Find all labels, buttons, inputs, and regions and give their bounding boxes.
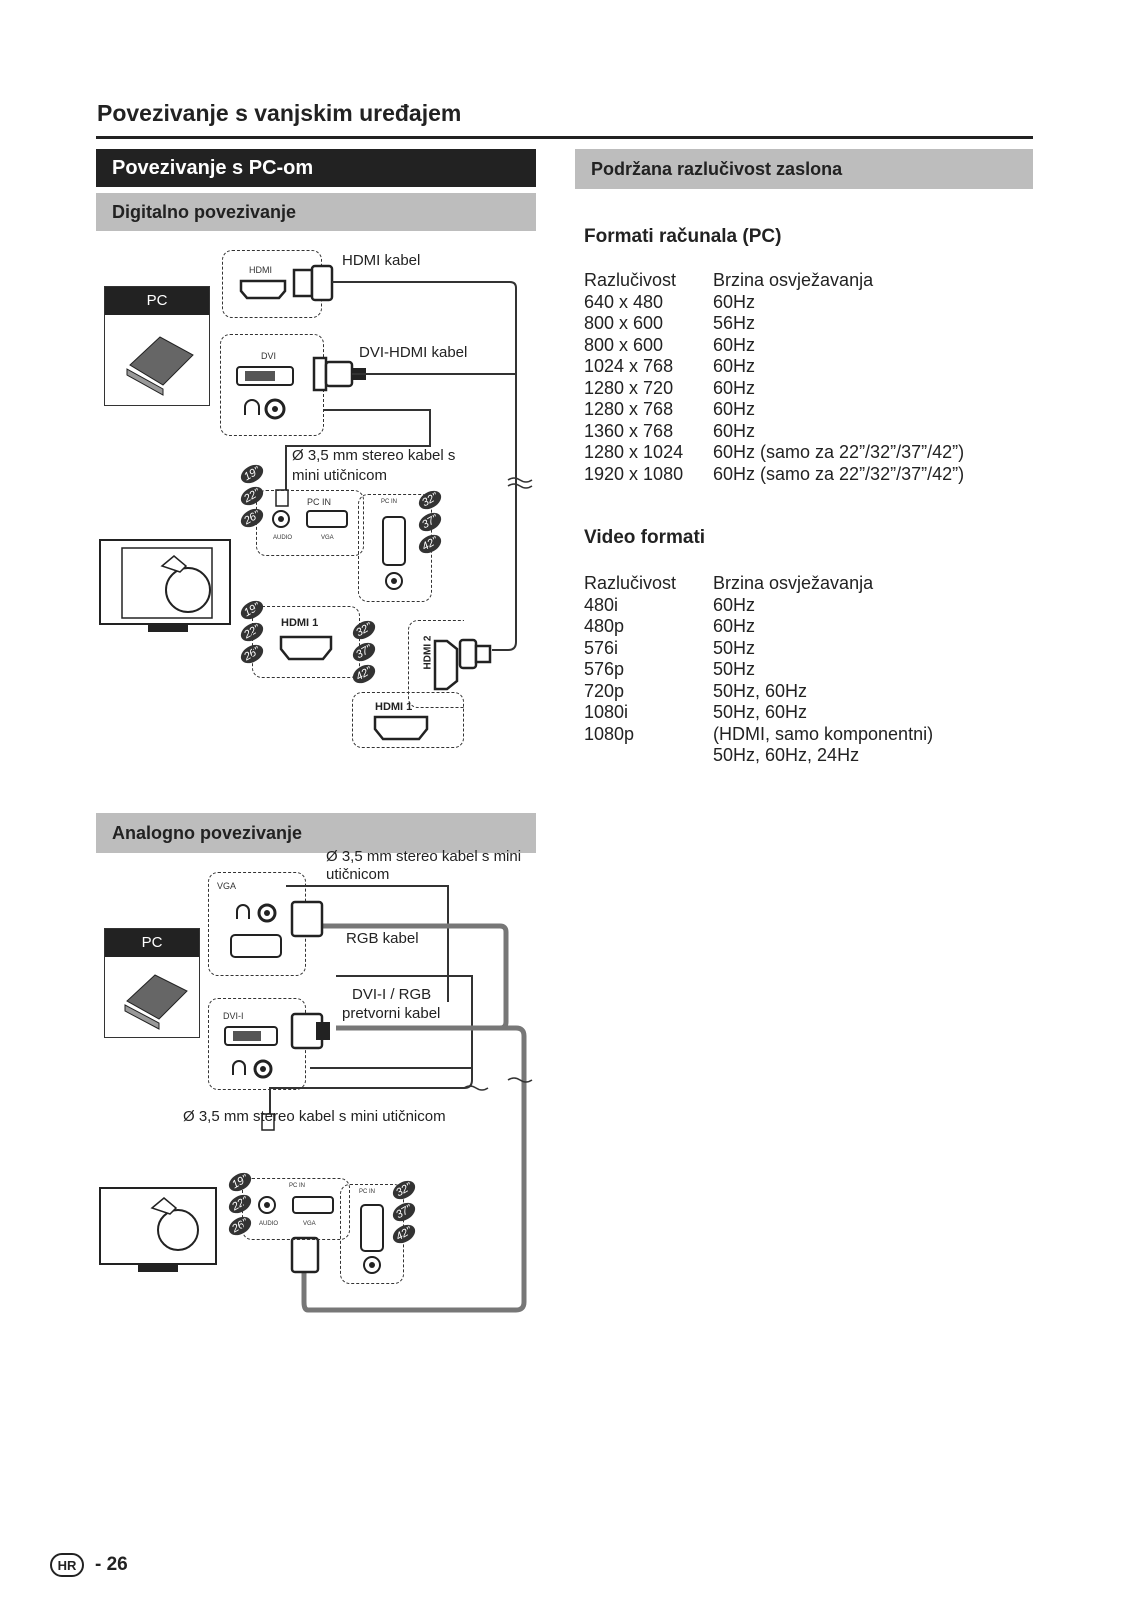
converter-label-line1: DVI-I / RGB — [352, 986, 432, 1003]
section-title-resolution: Podržana razlučivost zaslona — [575, 149, 1033, 189]
stereo-cable-label-line1: Ø 3,5 mm stereo kabel s — [292, 447, 456, 464]
pc-formats-heading: Formati računala (PC) — [584, 226, 782, 247]
headphone-jack-icon — [244, 398, 286, 420]
pc-label: PC — [105, 287, 209, 315]
pc-box: PC — [104, 286, 210, 406]
analog-cable-lines — [261, 885, 533, 1313]
pc-dvi-port-box: DVI — [220, 334, 324, 436]
dvii-headphone-ports-icon — [224, 1026, 278, 1079]
heading-analog: Analogno povezivanje — [96, 813, 536, 853]
digital-connection-diagram: PC HDMI HDMI kabel DVI DVI-HDMI kabel Ø … — [96, 240, 556, 770]
pc-hdmi-port-box: HDMI — [222, 250, 322, 318]
pc-label-analog: PC — [105, 929, 199, 957]
tv-hdmi1-port-icon-large — [373, 715, 429, 741]
page-number: - 26 — [95, 1554, 128, 1575]
tv-pc-in-panel-analog-large: PC IN — [340, 1184, 404, 1284]
hdmi-port-icon — [239, 279, 287, 300]
tv-hdmi2-panel: HDMI 2 — [408, 620, 464, 708]
stereo-cable-label-line2: mini utičnicom — [292, 467, 388, 484]
table-row: 50Hz, 60Hz, 24Hz — [713, 745, 860, 765]
hdmi-cable-label: HDMI kabel — [342, 252, 421, 269]
tv-vga-audio-ports-analog-vertical — [360, 1204, 384, 1274]
tv-hdmi1-port-icon — [279, 635, 333, 661]
stereo-top-label-line1: Ø 3,5 mm stereo kabel s mini — [326, 848, 522, 865]
hdmi-plug-icon — [292, 264, 334, 302]
tv-pc-in-panel-analog-small: PC IN AUDIO VGA — [242, 1178, 350, 1240]
language-badge: HR — [50, 1553, 84, 1577]
stereo-bottom-label: Ø 3,5 mm stereo kabel s mini utičnicom — [183, 1108, 446, 1125]
section-title-pc: Povezivanje s PC-om — [96, 149, 536, 187]
dvi-port-label: DVI — [261, 351, 277, 361]
dvii-label: DVI-I — [223, 1011, 244, 1021]
converter-label-line2: pretvorni kabel — [342, 1005, 441, 1022]
hdmi-plug-tv-icon — [458, 638, 492, 670]
video-formats-heading: Video formati — [584, 527, 706, 548]
vga-label: VGA — [217, 881, 237, 891]
tv-back-illustration-analog — [99, 1187, 217, 1272]
stereo-top-label-line2: utičnicom — [326, 866, 390, 883]
page-title: Povezivanje s vanjskim uređajem — [97, 100, 462, 126]
laptop-icon — [126, 336, 194, 396]
dvi-port-icon — [236, 366, 294, 386]
vga-headphone-ports-icon — [230, 903, 282, 958]
hdmi-port-label: HDMI — [249, 265, 272, 275]
tv-pc-in-panel-small: PC IN AUDIO VGA — [256, 490, 364, 556]
tv-audio-vga-ports — [272, 510, 348, 528]
heading-digital: Digitalno povezivanje — [96, 193, 536, 231]
tv-hdmi1-panel-large: HDMI 1 — [352, 692, 464, 748]
pc-dvii-port-box: DVI-I — [208, 998, 306, 1090]
digital-cable-lines — [275, 281, 533, 651]
rgb-cable-label: RGB kabel — [346, 930, 419, 947]
tv-audio-vga-ports-analog — [258, 1196, 334, 1214]
tv-hdmi1-panel-small: HDMI 1 — [252, 606, 360, 678]
pc-box-analog: PC — [104, 928, 200, 1038]
table-row: 1080p(HDMI, samo komponentni) — [584, 723, 934, 744]
tv-hdmi2-port-icon — [433, 639, 459, 691]
dvi-hdmi-cable-label: DVI-HDMI kabel — [359, 344, 468, 361]
laptop-icon-analog — [124, 974, 188, 1030]
analog-connection-diagram: PC VGA DVI-I Ø 3,5 mm stereo kabel s min… — [96, 848, 556, 1342]
tv-vga-audio-ports-vertical — [382, 516, 406, 590]
tv-back-illustration — [99, 539, 231, 632]
title-rule — [96, 136, 1033, 139]
